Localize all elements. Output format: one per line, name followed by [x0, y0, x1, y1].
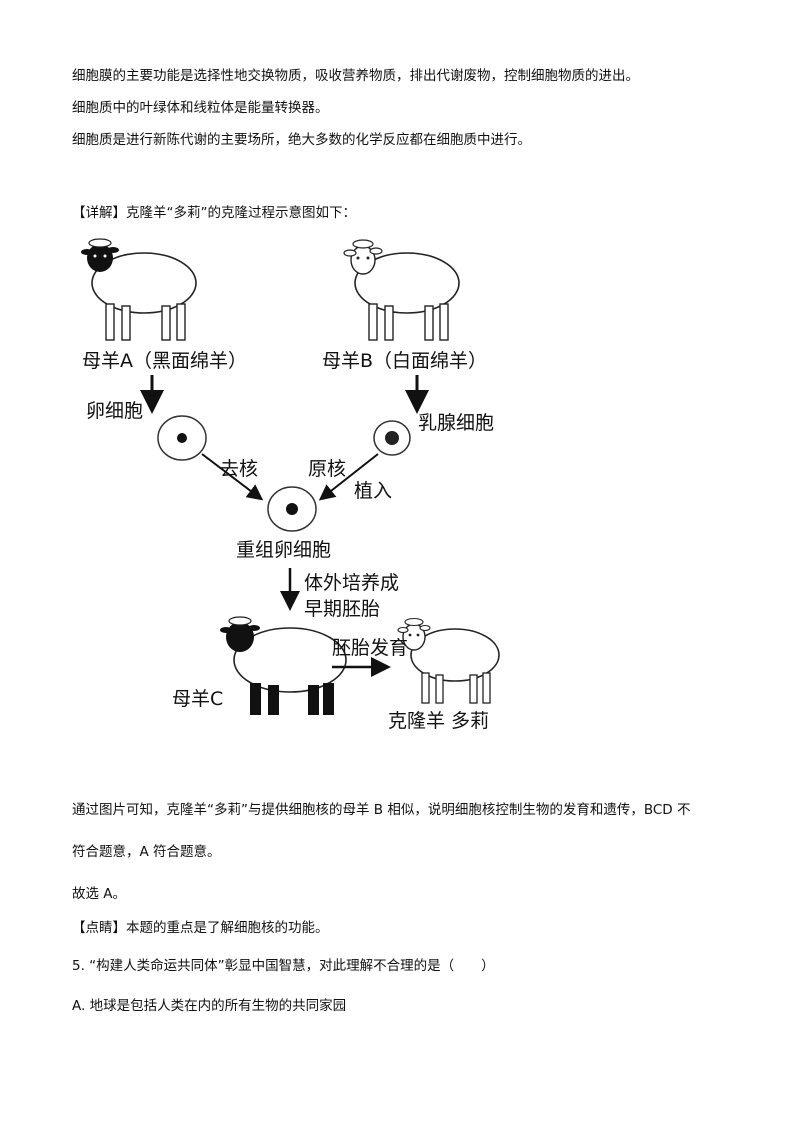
dolly-sheep-icon: [397, 617, 500, 704]
label-enucleate: 去核: [220, 458, 259, 480]
text-energy-converter: 细胞质中的叶绿体和线粒体是能量转换器。: [72, 100, 329, 116]
recombined-egg-icon: [267, 486, 317, 532]
label-sheep-a: 母羊A（黑面绵羊）: [82, 350, 247, 372]
text-cell-membrane: 细胞膜的主要功能是选择性地交换物质，吸收营养物质，排出代谢废物，控制细胞物质的进…: [72, 68, 639, 84]
sheep-b-icon: [343, 239, 460, 341]
text-detail-heading: 【详解】克隆羊“多莉”的克隆过程示意图如下：: [72, 205, 356, 221]
label-nucleus: 原核: [308, 458, 347, 480]
label-embryo-dev: 胚胎发育: [332, 637, 409, 659]
label-egg-cell: 卵细胞: [86, 400, 144, 422]
text-option-a: A. 地球是包括人类在内的所有生物的共同家园: [72, 998, 347, 1014]
mammary-cell-icon: [373, 420, 411, 456]
label-recombined: 重组卵细胞: [236, 539, 332, 561]
sheep-c-icon: [220, 616, 347, 715]
label-dolly: 克隆羊 多莉: [388, 710, 490, 732]
label-implant: 植入: [354, 480, 393, 502]
cloning-diagram-graphics: [81, 238, 500, 715]
egg-cell-icon: [157, 415, 207, 461]
label-mammary-cell: 乳腺细胞: [418, 412, 495, 434]
text-cytoplasm: 细胞质是进行新陈代谢的主要场所，绝大多数的化学反应都在细胞质中进行。: [72, 132, 531, 148]
text-choose-answer: 故选 A。: [72, 886, 127, 902]
label-culture-line1: 体外培养成: [304, 572, 400, 594]
cloning-diagram: 母羊A（黑面绵羊） 母羊B（白面绵羊） 卵细胞 乳腺细胞 去核 原核 植入 重组…: [60, 230, 560, 750]
text-dianjing: 【点睛】本题的重点是了解细胞核的功能。: [72, 920, 329, 936]
label-sheep-c: 母羊C: [172, 688, 224, 710]
label-sheep-b: 母羊B（白面绵羊）: [322, 350, 488, 372]
text-question-5: 5. “构建人类命运共同体”彰显中国智慧，对此理解不合理的是（ ）: [72, 958, 495, 974]
text-conclusion-line2: 符合题意，A 符合题意。: [72, 844, 221, 860]
sheep-a-icon: [81, 238, 197, 341]
label-culture-line2: 早期胚胎: [304, 598, 381, 620]
text-conclusion-line1: 通过图片可知，克隆羊“多莉”与提供细胞核的母羊 B 相似，说明细胞核控制生物的发…: [72, 802, 691, 818]
